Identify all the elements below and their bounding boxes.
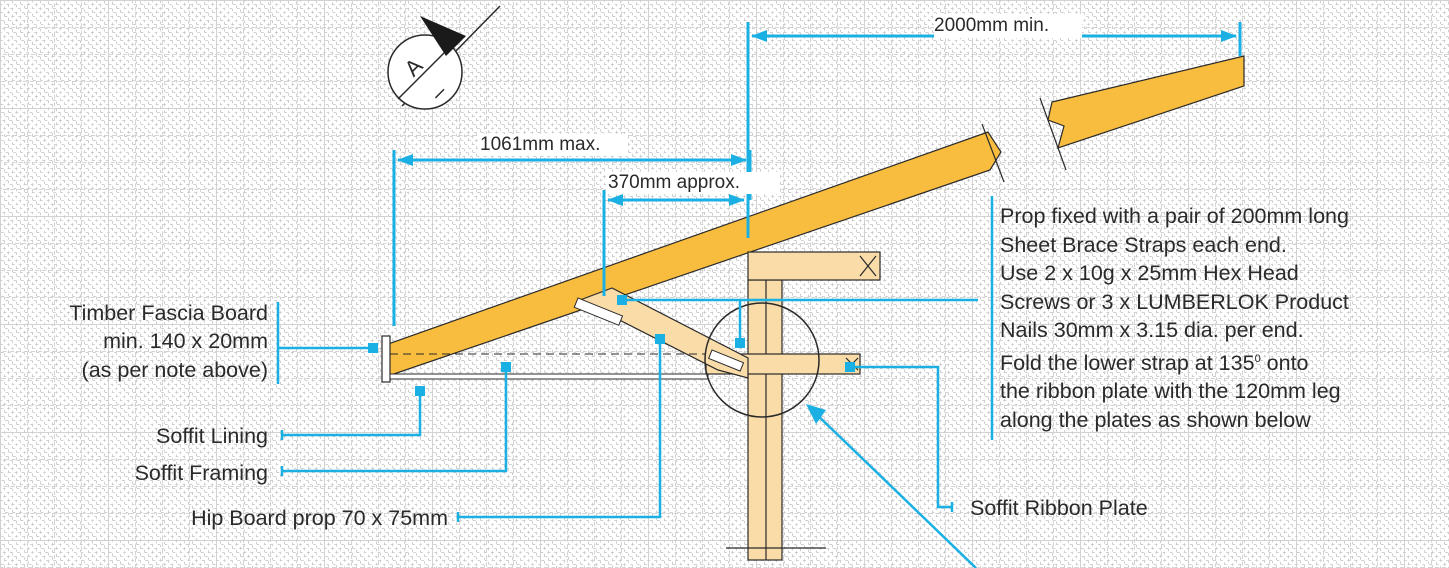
hip-board-prop-label: Hip Board prop 70 x 75mm <box>191 506 448 530</box>
section-marker: A – <box>387 5 501 110</box>
note-fold-text-end: onto <box>1260 350 1309 375</box>
section-arrow-head <box>420 16 466 56</box>
note-line: Use 2 x 10g x 25mm Hex Head <box>1000 261 1299 285</box>
upper-strap <box>573 297 624 326</box>
dim-label-1061: 1061mm max. <box>480 134 600 155</box>
note-line: Sheet Brace Straps each end. <box>1000 232 1287 257</box>
leaders <box>276 196 994 568</box>
note-line: along the plates as shown below <box>1000 407 1311 432</box>
fascia-label-line3: (as per note above) <box>82 358 268 382</box>
note-line: Nails 30mm x 3.15 dia. per end. <box>1000 318 1304 342</box>
note-line: Prop fixed with a pair of 200mm long <box>1000 204 1349 228</box>
detail-circle <box>704 302 820 418</box>
wall-framing <box>747 251 881 561</box>
lower-strap <box>707 349 745 372</box>
rafter-break-line-left <box>981 123 1005 183</box>
prop-fixing-note: Prop fixed with a pair of 200mm long She… <box>1000 202 1440 434</box>
fascia-label-line2: min. 140 x 20mm <box>103 329 268 353</box>
soffit-framing-label: Soffit Framing <box>135 461 268 485</box>
wall-stud <box>747 279 783 561</box>
dim-label-370: 370mm approx. <box>608 172 740 193</box>
degree-superscript: 0 <box>1254 352 1261 365</box>
note-line: the ribbon plate with the 120mm leg <box>1000 379 1341 404</box>
note-line: Screws or 3 x LUMBERLOK Product <box>1000 289 1349 314</box>
leader-dots <box>368 295 855 396</box>
soffit-ribbon-plate-label: Soffit Ribbon Plate <box>970 496 1148 520</box>
note-fold-text: Fold the lower strap at 135 <box>1000 350 1255 375</box>
rafter <box>387 55 1245 377</box>
soffit-lining-label: Soffit Lining <box>156 424 268 448</box>
dim-label-2000: 2000mm min. <box>934 15 1049 36</box>
top-plate <box>747 251 881 281</box>
note-line-fold: Fold the lower strap at 1350 onto <box>1000 345 1440 378</box>
hip-board-prop <box>573 287 749 379</box>
rafter-break-line-right <box>1039 97 1067 171</box>
fascia-board <box>381 335 391 383</box>
fascia-label-line1: Timber Fascia Board <box>69 301 268 325</box>
